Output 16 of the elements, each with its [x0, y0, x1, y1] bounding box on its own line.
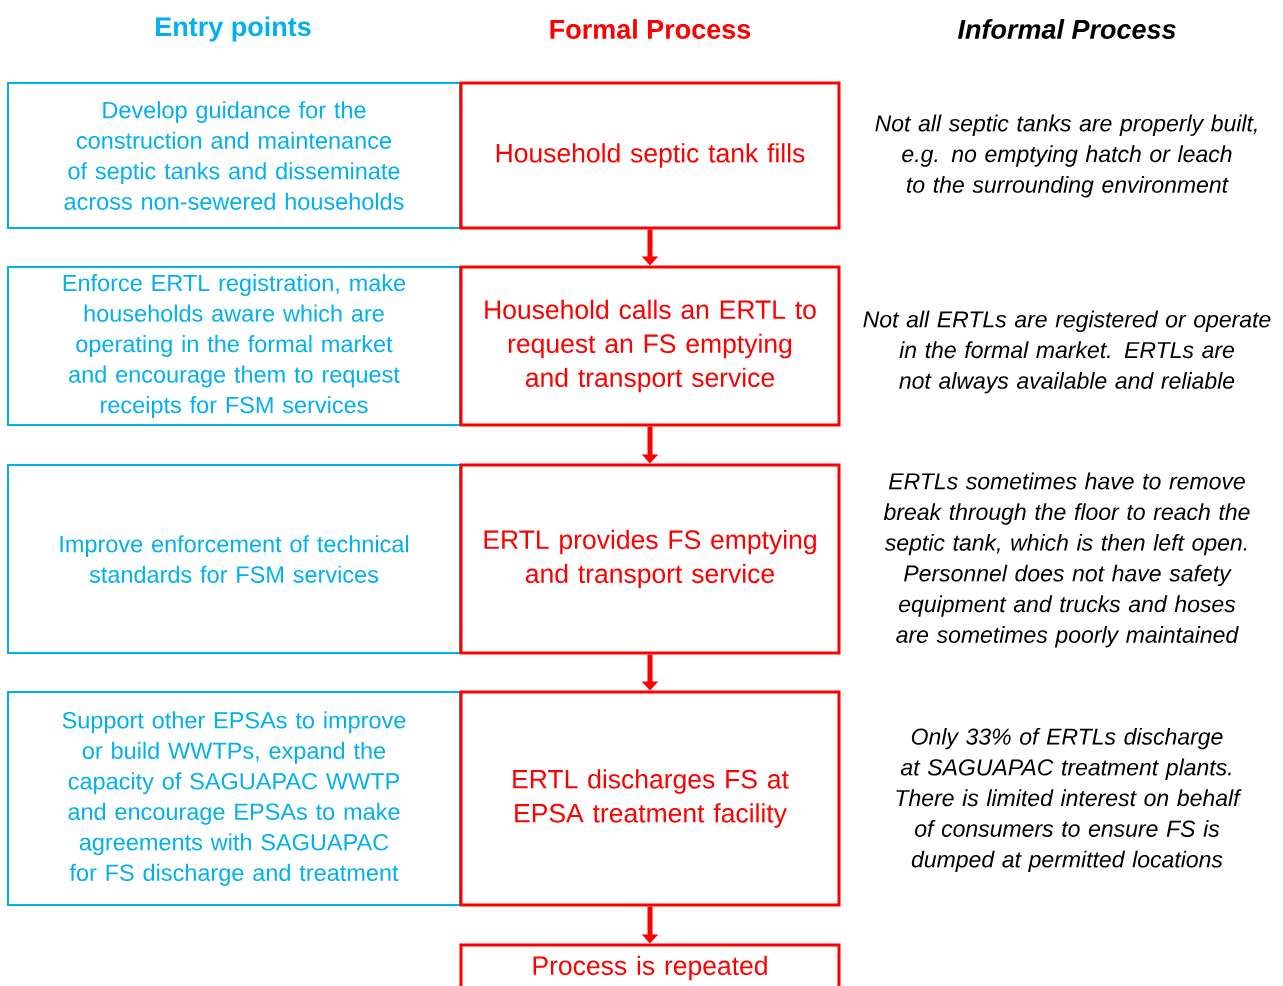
note-text: Only 33% of ERTLs discharge at SAGUAPAC treatment plants. There is limited interest on behalf of consumers to ensure FS is dumped at permitted locations: [896, 727, 1242, 873]
entry-point-box: Develop guidance for the construction and maintenance of septic tanks and disseminate across non-sewered households: [7, 82, 461, 229]
process-box: ERTL discharges FS at EPSA treatment facility: [459, 690, 841, 907]
entry-point-box: Enforce ERTL registration, make households aware which are operating in the formal market and encourage them to request receipts for FSM services: [7, 266, 461, 426]
process-box: Process is repeated: [459, 943, 841, 986]
entry-point-box: Improve enforcement of technical standards for FSM services: [7, 464, 461, 654]
column-heading: Formal Process: [550, 19, 751, 39]
column-heading: Informal Process: [957, 19, 1176, 39]
process-box: Household septic tank fills: [459, 81, 841, 230]
process-box: Household calls an ERTL to request an FS emptying and transport service: [459, 265, 841, 427]
process-box: ERTL provides FS emptying and transport service: [459, 463, 841, 655]
note-text: Not all ERTLs are registered or operate in the formal market. ERTLs are not always available and reliable: [863, 310, 1271, 394]
note-text: Not all septic tanks are properly built, e.g. no emptying hatch or leach to the surrounding environment: [875, 114, 1257, 198]
note-text: ERTLs sometimes have to remove break through the floor to reach the septic tank, which is then left open. Personnel does not have safety equipment and trucks and hoses are sometimes poorly maintained: [883, 472, 1250, 648]
entry-point-box: Support other EPSAs to improve or build WWTPs, expand the capacity of SAGUAPAC WWTP and encourage EPSAs to make agreements with SAGUAPAC for FS discharge and treatment: [7, 691, 461, 906]
column-heading: Entry points: [156, 16, 311, 42]
